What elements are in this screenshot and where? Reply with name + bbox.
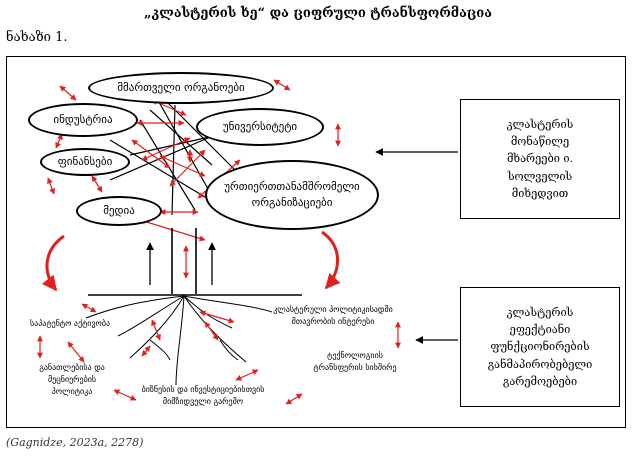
cycle-arrows [41, 230, 341, 292]
node-media: მედია [76, 196, 162, 226]
figure-source: (Gagnidze, 2023a, 2278) [6, 436, 144, 449]
root-arrows [37, 303, 401, 405]
box-cluster-members: კლასტერის მონაწილე მხარეები ი. სოლველის … [460, 99, 620, 219]
figure-caption: ნახაზი 1. [6, 30, 68, 45]
node-government: მმართველი ორგანოები [88, 72, 274, 104]
node-interaction: ურთიერთთანამშრომელი ორგანიზაციები [205, 160, 379, 230]
node-university: უნივერსიტეტი [196, 108, 324, 146]
crown-arrows [47, 79, 341, 279]
box-pointers [375, 148, 458, 344]
trunk-arrows [146, 242, 216, 285]
root-label-patent: საპატენტო აქტივობა [30, 319, 111, 328]
root-label-business-env: ბიზნესის და ინვესტიციებისთვის მიმზიდველი… [141, 385, 265, 406]
root-label-cluster-policy: კლასტერული პოლიტიკისადმი მთავრობის ინტერ… [273, 305, 393, 326]
tree-trunk [88, 228, 302, 296]
root-label-tech-transfer: ტექნოლოგიის ტრანსფერის სიხშირე [313, 351, 397, 372]
root-label-education-policy: განათლებისა და მეცნიერების პოლიტიკა [39, 363, 105, 396]
box-cluster-environment: კლასტერის ეფექტიანი ფუნქციონირების განმა… [460, 287, 620, 407]
diagram-frame [6, 56, 626, 428]
node-industry: ინდუსტრია [28, 103, 138, 137]
node-finance: ფინანსები [40, 148, 130, 176]
figure-title: „კლასტერის ხე“ და ციფრული ტრანსფორმაცია [144, 6, 492, 21]
